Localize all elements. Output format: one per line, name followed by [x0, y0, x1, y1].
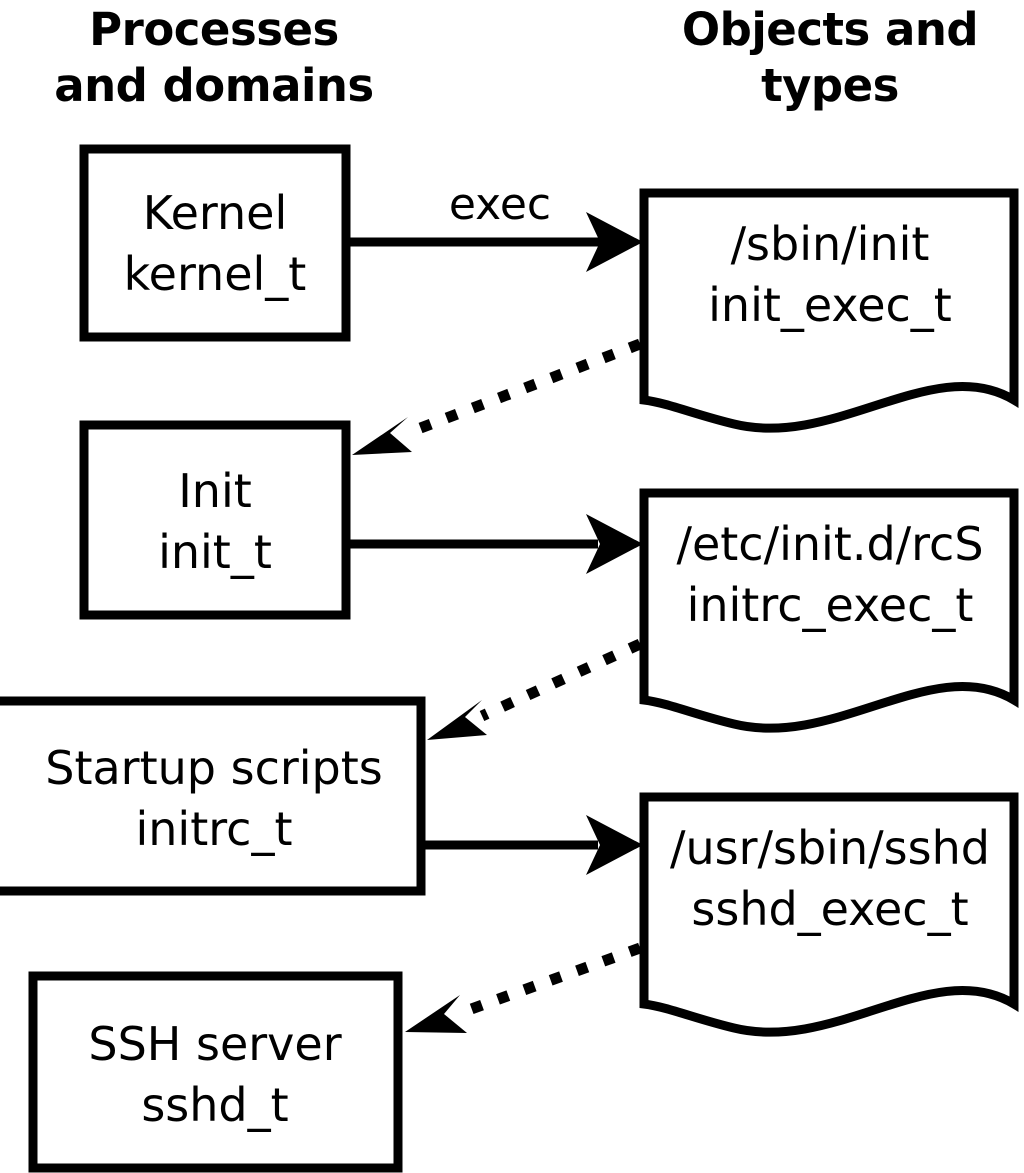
object-node-initrc-exec-line2: initrc_exec_t — [687, 578, 974, 632]
edge-line — [461, 942, 642, 1018]
column-header-processes-line2: and domains — [54, 59, 373, 112]
edge-kernel-exec-init: exec — [350, 179, 643, 272]
edge-init-exec-initrc — [350, 514, 643, 574]
edge-line — [479, 638, 643, 722]
edge-initrc-exec-to-initrc — [427, 638, 643, 740]
object-node-sshd-exec-line1: /usr/sbin/sshd — [670, 821, 990, 875]
process-node-box[interactable] — [28, 971, 403, 1173]
process-node-init-line1: Init — [178, 464, 252, 518]
process-node-initrc-line2: initrc_t — [136, 802, 293, 856]
process-node-sshd-line2: sshd_t — [141, 1078, 288, 1132]
arrowhead-icon — [586, 514, 643, 574]
column-header-objects-line1: Objects and — [682, 3, 978, 56]
arrowhead-icon — [352, 417, 412, 455]
process-node-box[interactable] — [79, 420, 351, 620]
arrowhead-icon — [427, 700, 487, 740]
process-node-kernel-line2: kernel_t — [124, 247, 307, 301]
object-node-init-exec[interactable]: /sbin/init init_exec_t — [639, 188, 1019, 433]
arrowhead-icon — [586, 815, 643, 875]
object-node-init-exec-line1: /sbin/init — [731, 217, 930, 271]
object-node-initrc-exec-line1: /etc/init.d/rcS — [676, 517, 983, 571]
process-node-init[interactable]: Init init_t — [79, 420, 351, 620]
process-node-box[interactable] — [79, 144, 351, 342]
process-node-initrc-line1: Startup scripts — [45, 741, 383, 795]
object-node-sshd-exec[interactable]: /usr/sbin/sshd sshd_exec_t — [639, 792, 1019, 1037]
edge-initrc-exec-sshd — [425, 815, 643, 875]
edge-label-exec: exec — [449, 179, 551, 230]
process-node-kernel[interactable]: Kernel kernel_t — [79, 144, 351, 342]
arrowhead-icon — [405, 995, 467, 1033]
column-header-objects: Objects and types — [682, 3, 979, 112]
object-node-document-shape[interactable] — [639, 792, 1019, 1037]
object-node-init-exec-line2: init_exec_t — [708, 278, 952, 332]
arrowhead-icon — [586, 212, 643, 272]
process-node-box[interactable] — [0, 696, 426, 896]
column-header-objects-line2: types — [761, 59, 899, 112]
object-node-sshd-exec-line2: sshd_exec_t — [691, 882, 968, 936]
process-node-kernel-line1: Kernel — [143, 186, 288, 240]
process-node-initrc[interactable]: Startup scripts initrc_t — [0, 696, 426, 896]
edge-line — [403, 338, 642, 440]
edge-sshd-exec-to-sshd — [405, 942, 642, 1033]
column-header-processes-line1: Processes — [89, 3, 339, 56]
object-node-initrc-exec[interactable]: /etc/init.d/rcS initrc_exec_t — [639, 488, 1019, 733]
process-node-sshd-line1: SSH server — [88, 1017, 341, 1071]
object-node-document-shape[interactable] — [639, 188, 1019, 433]
process-node-sshd[interactable]: SSH server sshd_t — [28, 971, 403, 1173]
object-node-document-shape[interactable] — [639, 488, 1019, 733]
edge-init-exec-to-init — [352, 338, 642, 455]
process-node-init-line2: init_t — [158, 525, 272, 579]
column-header-processes: Processes and domains — [54, 3, 374, 112]
